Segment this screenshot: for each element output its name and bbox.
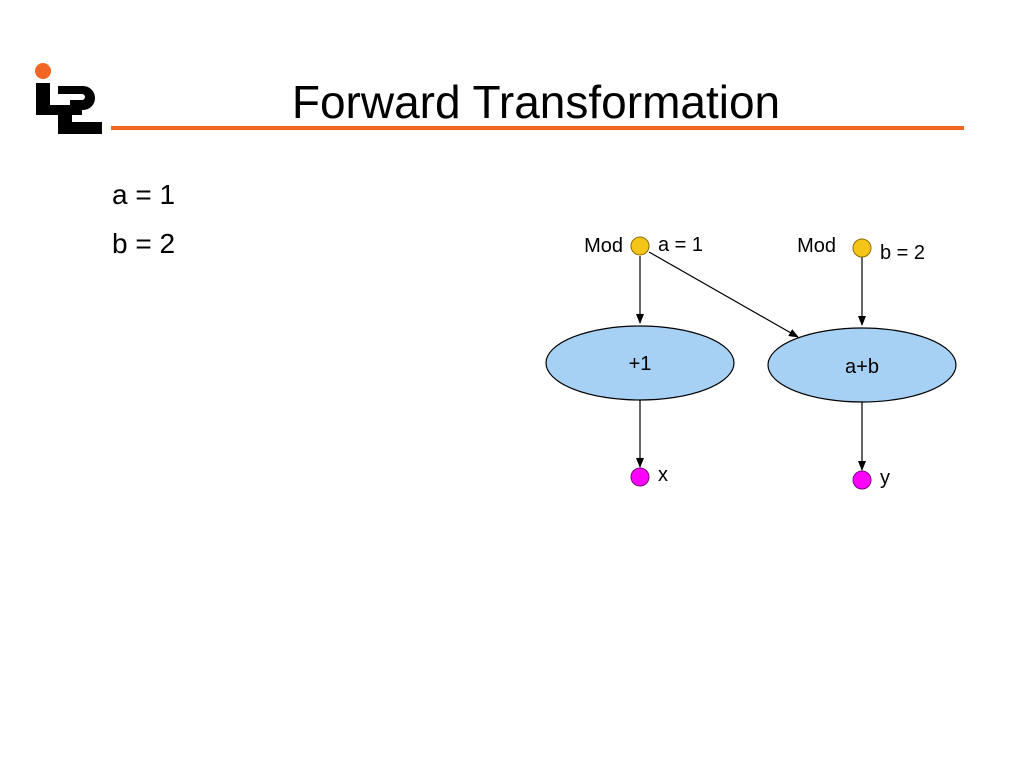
output-node-y: y: [852, 467, 890, 490]
output-node-x: x: [630, 464, 668, 487]
slide-title: Forward Transformation: [291, 76, 781, 128]
bullet-item: b = 2: [112, 228, 176, 259]
input-node-b: Mod b = 2: [797, 235, 925, 264]
operation-node-sum: a+b: [767, 327, 957, 403]
input-prefix-label: Mod: [797, 235, 836, 257]
output-label: y: [880, 467, 890, 489]
bullet-item: a = 1: [112, 179, 176, 210]
operation-node-plus1: +1: [545, 325, 735, 401]
output-node-circle: [852, 470, 872, 490]
operation-ellipse: [545, 325, 735, 401]
input-node-circle: [852, 238, 872, 258]
ipe-logo-icon: [35, 63, 102, 134]
operation-label: +1: [629, 353, 652, 375]
input-node-a: Mod a = 1: [584, 234, 703, 257]
input-value-label: b = 2: [880, 242, 925, 264]
input-node-circle: [630, 236, 650, 256]
bullet-list: a = 1 b = 2: [112, 170, 175, 268]
output-node-circle: [630, 467, 650, 487]
input-value-label: a = 1: [658, 234, 703, 256]
operation-label: a+b: [845, 356, 879, 378]
output-label: x: [658, 464, 668, 486]
operation-ellipse: [767, 327, 957, 403]
title-underline: [111, 126, 964, 130]
input-prefix-label: Mod: [584, 235, 623, 257]
edge-a-to-sum: [648, 251, 799, 338]
